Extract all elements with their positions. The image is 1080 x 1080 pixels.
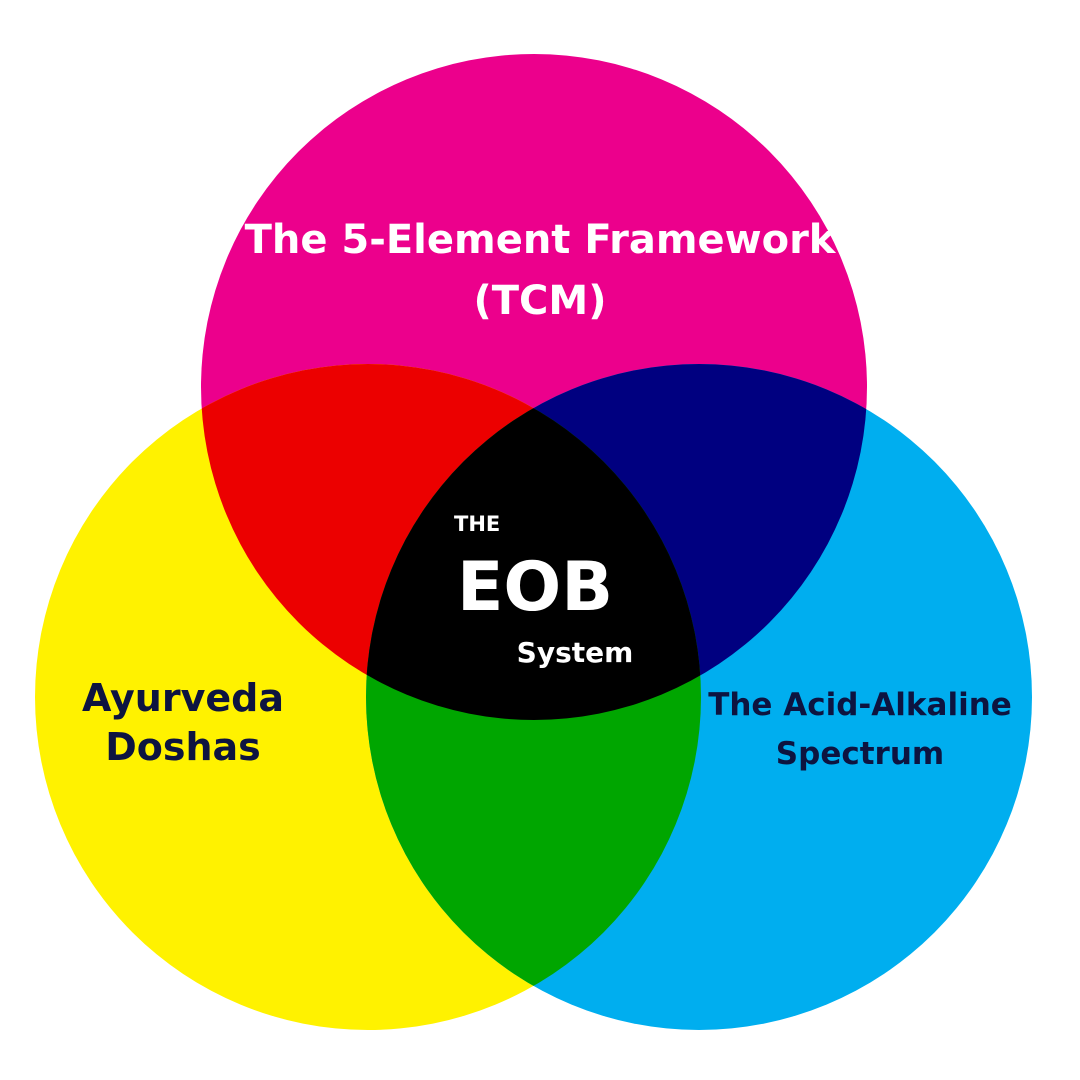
center-prefix: THE — [454, 512, 500, 536]
top-circle-label-line2: (TCM) — [473, 278, 606, 324]
center-suffix: System — [517, 636, 634, 669]
right-circle-label-line2: Spectrum — [776, 736, 944, 772]
center-title: EOB — [457, 548, 613, 627]
top-circle-label-line1: The 5-Element Framework — [245, 217, 837, 263]
left-circle-label-line1: Ayurveda — [82, 676, 284, 720]
right-circle-label-line1: The Acid-Alkaline — [708, 687, 1012, 723]
left-circle-label-line2: Doshas — [105, 725, 261, 769]
